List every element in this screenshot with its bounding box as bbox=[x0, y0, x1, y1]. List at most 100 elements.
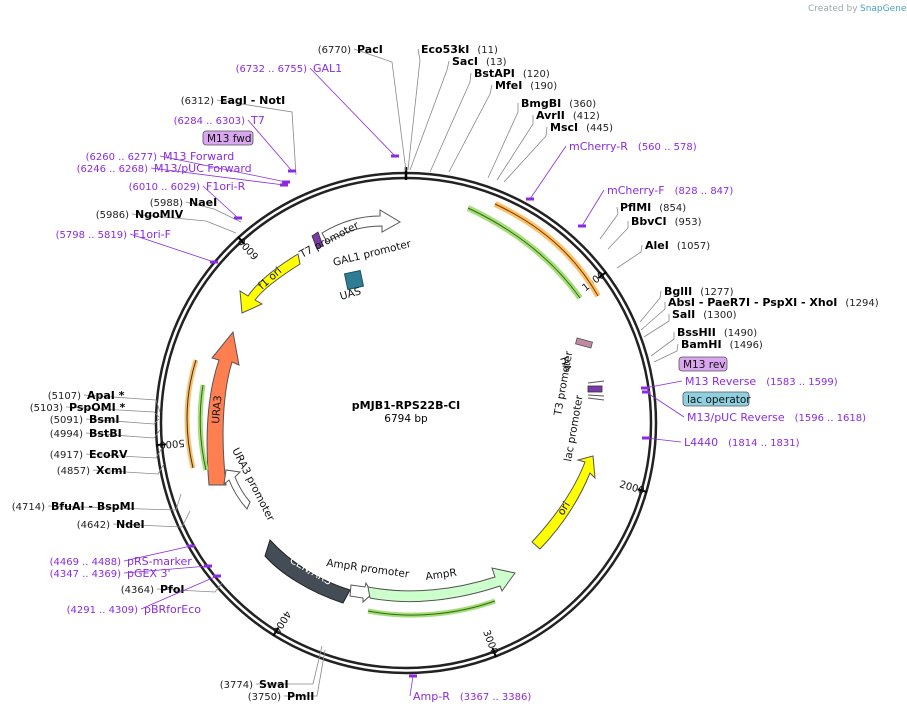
enzyme-name-14: BssHII bbox=[677, 326, 716, 339]
enzyme-pos-27: (4364) bbox=[121, 585, 154, 596]
enzyme-name-24: XcmI bbox=[96, 464, 127, 477]
enzyme-pos-24: (4857) bbox=[57, 466, 90, 477]
enzyme-name-21: BsmI bbox=[89, 413, 120, 426]
ampr-arrow bbox=[367, 567, 516, 603]
enzyme-leader-10 bbox=[616, 244, 643, 269]
enzyme-name-26: NdeI bbox=[116, 518, 145, 531]
uas-label: UAS bbox=[339, 285, 363, 303]
enzyme-leader-25 bbox=[47, 493, 182, 511]
primer-name-12: pRS-marker bbox=[127, 555, 192, 568]
lac-operator-label: lac operator bbox=[687, 394, 751, 406]
primer-name-6: mCherry-R bbox=[569, 140, 628, 153]
enzyme-name-18: NgoMIV bbox=[135, 208, 184, 221]
enzyme-pos-11: (1277) bbox=[700, 287, 733, 298]
primer-name-10: L4440 bbox=[684, 436, 718, 449]
tick-mark-0 bbox=[597, 271, 608, 279]
enzyme-pos-22: (4994) bbox=[50, 429, 83, 440]
primer-leader-5 bbox=[129, 233, 215, 263]
enzyme-pos-4: (190) bbox=[530, 81, 557, 92]
primer-site-1 bbox=[288, 169, 296, 173]
tick-mark-1 bbox=[637, 488, 648, 494]
primer-name-14: pBRforEco bbox=[144, 603, 201, 616]
lac-mark-line3 bbox=[587, 397, 605, 401]
ura3-label: URA3 bbox=[210, 395, 224, 424]
enzyme-pos-28: (3774) bbox=[220, 680, 253, 691]
enzyme-name-5: BmgBI bbox=[521, 97, 561, 110]
primer-range-4: (6010 .. 6029) bbox=[129, 182, 201, 193]
enzyme-pos-3: (120) bbox=[523, 69, 550, 80]
enzyme-pos-21: (5091) bbox=[50, 415, 83, 426]
enzyme-leader-0 bbox=[353, 48, 407, 172]
primer-site-10 bbox=[642, 436, 650, 440]
primer-site-13 bbox=[204, 564, 212, 568]
enzyme-pos-23: (4917) bbox=[50, 450, 83, 461]
ampr-promoter-label: AmpR promoter bbox=[326, 557, 411, 581]
enzyme-leader-15 bbox=[653, 343, 679, 363]
primer-range-12: (4469 .. 4488) bbox=[50, 557, 122, 568]
primer-name-11: Amp-R bbox=[413, 690, 450, 703]
lac-mark-line1 bbox=[587, 380, 605, 384]
enzyme-pos-0: (6770) bbox=[318, 45, 351, 56]
primer-leader-7 bbox=[581, 189, 605, 227]
primer-range-9: (1596 .. 1618) bbox=[795, 413, 867, 424]
uas-box bbox=[343, 269, 365, 291]
enzyme-pos-15: (1496) bbox=[730, 340, 763, 351]
primer-leader-1 bbox=[247, 119, 293, 172]
enzyme-leader-22 bbox=[85, 429, 161, 439]
primer-leader-3 bbox=[150, 167, 285, 186]
enzyme-pos-16: (6312) bbox=[181, 96, 214, 107]
primer-range-7: (828 .. 847) bbox=[675, 186, 734, 197]
m13-fwd-label: M13 fwd bbox=[207, 133, 252, 145]
enzyme-leader-13 bbox=[643, 314, 670, 338]
primer-name-2: M13 Forward bbox=[163, 150, 234, 163]
enzyme-leader-6 bbox=[496, 115, 534, 181]
primer-leader-4 bbox=[202, 185, 239, 219]
green-binding-line bbox=[199, 384, 207, 471]
tick-label-3: 4000 bbox=[270, 608, 293, 635]
enzyme-leader-8 bbox=[599, 206, 619, 240]
ampr-label: AmpR bbox=[425, 567, 458, 583]
enzyme-name-13: SalI bbox=[672, 308, 695, 321]
primer-name-1: T7 bbox=[250, 114, 265, 127]
enzyme-name-11: BglII bbox=[664, 285, 692, 298]
primer-site-0 bbox=[391, 154, 399, 158]
enzyme-name-19: ApaI * bbox=[87, 389, 125, 402]
enzyme-pos-13: (1300) bbox=[703, 310, 736, 321]
ura3-arrow bbox=[206, 330, 240, 486]
primer-leader-13 bbox=[123, 565, 209, 574]
enzyme-name-20: PspOMI * bbox=[69, 401, 126, 414]
plasmid-name: pMJB1-RPS22B-CI bbox=[352, 399, 460, 412]
enzyme-name-25: BfuAI - BspMI bbox=[51, 500, 135, 513]
primer-range-11: (3367 .. 3386) bbox=[460, 692, 532, 703]
enzyme-pos-25: (4714) bbox=[12, 502, 45, 513]
cen-ars-block bbox=[264, 539, 351, 604]
lac-operator-box bbox=[682, 391, 750, 407]
enzyme-name-3: BstAPI bbox=[474, 67, 515, 80]
primer-leader-0 bbox=[309, 67, 396, 157]
enzyme-name-7: MscI bbox=[550, 121, 578, 134]
m13-rev-box bbox=[678, 356, 728, 372]
primer-range-10: (1814 .. 1831) bbox=[728, 438, 800, 449]
primer-site-5 bbox=[210, 260, 218, 264]
tick-mark-3 bbox=[272, 626, 280, 637]
credit-prefix: Created by bbox=[808, 4, 858, 14]
m13-fwd-box bbox=[202, 130, 254, 146]
amp-r-binding-line bbox=[367, 600, 496, 616]
enzyme-leader-27 bbox=[156, 582, 223, 593]
primer-site-2 bbox=[282, 180, 290, 184]
enzyme-leader-29 bbox=[284, 649, 326, 697]
enzyme-leader-3 bbox=[429, 72, 472, 173]
primer-name-3: M13/pUC Forward bbox=[154, 162, 252, 175]
enzyme-pos-14: (1490) bbox=[724, 328, 757, 339]
enzyme-name-6: AvrII bbox=[536, 109, 565, 122]
f1-ori-arrow bbox=[239, 253, 301, 314]
enzyme-name-22: BstBI bbox=[89, 427, 122, 440]
primer-range-6: (560 .. 578) bbox=[638, 142, 697, 153]
enzyme-pos-26: (4642) bbox=[77, 520, 110, 531]
primer-leader-9 bbox=[645, 391, 685, 418]
tick-mark-5 bbox=[237, 236, 246, 245]
primer-site-8 bbox=[641, 386, 649, 390]
gal1-promoter-label: GAL1 promoter bbox=[332, 238, 413, 269]
enzyme-name-23: EcoRV bbox=[89, 448, 128, 461]
primer-site-12 bbox=[187, 544, 195, 548]
